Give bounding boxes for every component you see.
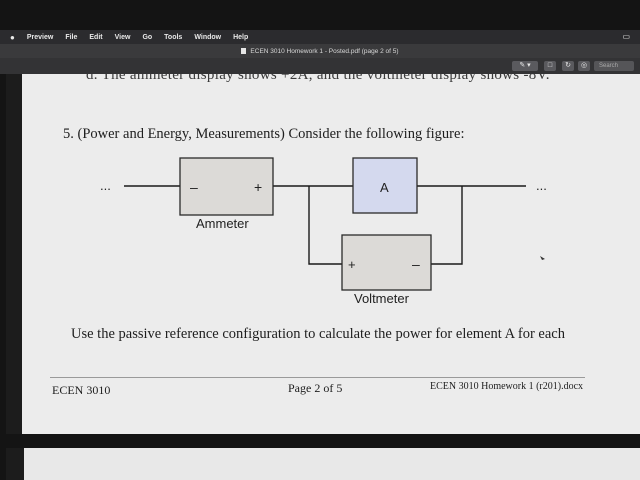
circuit-figure: ... ... – + Ammeter A + – Voltmeter xyxy=(100,157,547,306)
right-ellipsis: ... xyxy=(536,178,547,193)
menu-bar: ● Preview File Edit View Go Tools Window… xyxy=(0,30,640,44)
menu-item-help[interactable]: Help xyxy=(233,33,249,41)
ammeter-minus-sign: – xyxy=(190,179,198,195)
footer-course: ECEN 3010 xyxy=(52,383,111,397)
left-ellipsis: ... xyxy=(100,178,111,193)
voltmeter-box xyxy=(341,234,432,291)
toolbar: ✎ ▾ □ ↻ ◎ Search xyxy=(0,58,640,74)
markup-pen-button[interactable]: ✎ ▾ xyxy=(512,61,538,71)
search-input[interactable]: Search xyxy=(594,61,634,71)
page-gap xyxy=(0,434,640,448)
pdf-page: d. The ammeter display shows +2A, and th… xyxy=(22,74,640,434)
menu-item-window[interactable]: Window xyxy=(194,33,222,41)
problem-statement: 5. (Power and Energy, Measurements) Cons… xyxy=(63,126,465,142)
menu-item-go[interactable]: Go xyxy=(142,33,153,41)
ammeter-plus-sign: + xyxy=(254,179,262,195)
next-pdf-page xyxy=(24,448,640,480)
airplay-icon[interactable]: ▭ xyxy=(622,32,630,41)
voltmeter-minus-sign: – xyxy=(412,256,420,272)
annotate-button[interactable]: ◎ xyxy=(578,61,590,71)
circuit-wires xyxy=(124,185,526,265)
ammeter-label: Ammeter xyxy=(196,216,249,231)
menu-item-file[interactable]: File xyxy=(65,33,78,41)
menu-item-edit[interactable]: Edit xyxy=(89,33,103,41)
menu-item-tools[interactable]: Tools xyxy=(164,33,183,41)
pdf-document-icon xyxy=(241,48,247,54)
window-title: ECEN 3010 Homework 1 - Posted.pdf (page … xyxy=(250,47,399,55)
footer-filename: ECEN 3010 Homework 1 (r201).docx xyxy=(430,381,584,392)
window-title-bar: ECEN 3010 Homework 1 - Posted.pdf (page … xyxy=(0,44,640,58)
instruction-text: Use the passive reference configuration … xyxy=(71,326,565,342)
footer-page-number: Page 2 of 5 xyxy=(288,381,343,395)
mouse-cursor-icon xyxy=(540,256,545,260)
footer-divider xyxy=(50,377,585,378)
element-a-label: A xyxy=(380,180,389,195)
rotate-button[interactable]: ↻ xyxy=(562,61,574,71)
menu-item-preview[interactable]: Preview xyxy=(26,33,54,41)
previous-question-line: d. The ammeter display shows +2A, and th… xyxy=(86,74,550,83)
voltmeter-label: Voltmeter xyxy=(354,291,410,306)
menu-items: Preview File Edit View Go Tools Window H… xyxy=(27,34,248,41)
element-a-box xyxy=(352,157,418,214)
share-button[interactable]: □ xyxy=(544,61,556,71)
ammeter-box xyxy=(179,157,274,216)
voltmeter-plus-sign: + xyxy=(348,257,356,272)
menu-item-view[interactable]: View xyxy=(114,33,131,41)
apple-icon[interactable]: ● xyxy=(10,32,15,42)
